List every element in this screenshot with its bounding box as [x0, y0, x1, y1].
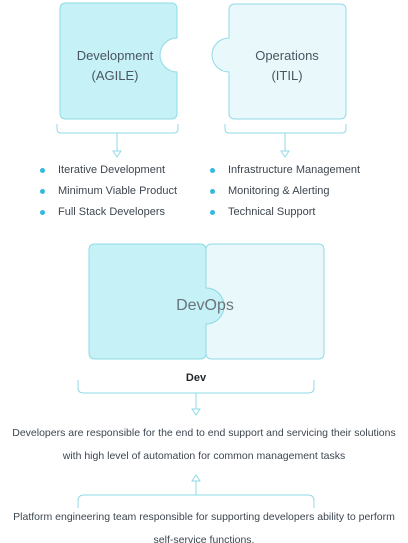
operations-piece-label: Operations (ITIL)	[232, 46, 342, 86]
bullet-dot-icon	[210, 210, 215, 215]
list-item: Minimum Viable Product	[40, 181, 177, 202]
developers-description: Developers are responsible for the end t…	[0, 422, 408, 468]
bullet-dot-icon	[40, 168, 45, 173]
list-item-label: Iterative Development	[58, 164, 165, 176]
operations-arrow	[280, 133, 290, 158]
dev-arrow	[191, 393, 201, 416]
devops-dev-piece	[88, 243, 225, 360]
list-item: Iterative Development	[40, 160, 177, 181]
operations-list: Infrastructure Management Monitoring & A…	[210, 160, 360, 223]
development-bracket	[56, 124, 179, 134]
bullet-dot-icon	[40, 210, 45, 215]
list-item: Technical Support	[210, 202, 360, 223]
development-list: Iterative Development Minimum Viable Pro…	[40, 160, 177, 223]
list-item: Full Stack Developers	[40, 202, 177, 223]
development-arrow	[112, 133, 122, 158]
bullet-dot-icon	[210, 168, 215, 173]
developers-description-line1: Developers are responsible for the end t…	[12, 427, 396, 439]
platform-description-line1: Platform engineering team responsible fo…	[13, 511, 395, 523]
development-puzzle-piece	[59, 2, 178, 120]
bullet-dot-icon	[210, 189, 215, 194]
development-piece-label: Development (AGILE)	[60, 46, 170, 86]
list-item-label: Full Stack Developers	[58, 206, 165, 218]
platform-description-line2: self-service functions.	[153, 534, 255, 543]
list-item: Monitoring & Alerting	[210, 181, 360, 202]
list-item-label: Infrastructure Management	[228, 164, 361, 176]
operations-bracket	[224, 124, 347, 134]
list-item-label: Minimum Viable Product	[58, 185, 178, 197]
list-item-label: Monitoring & Alerting	[228, 185, 330, 197]
development-subtitle: (AGILE)	[91, 68, 139, 83]
development-title: Development	[76, 48, 154, 63]
operations-title: Operations	[255, 48, 319, 63]
platform-description: Platform engineering team responsible fo…	[0, 506, 408, 543]
developers-description-line2: with high level of automation for common…	[62, 450, 346, 462]
bullet-dot-icon	[40, 189, 45, 194]
devops-label: DevOps	[176, 297, 234, 314]
list-item: Infrastructure Management	[210, 160, 360, 181]
dev-label: Dev	[185, 372, 207, 384]
operations-puzzle-piece	[211, 3, 347, 120]
platform-arrow	[191, 474, 201, 495]
operations-subtitle: (ITIL)	[271, 68, 303, 83]
list-item-label: Technical Support	[228, 206, 316, 218]
